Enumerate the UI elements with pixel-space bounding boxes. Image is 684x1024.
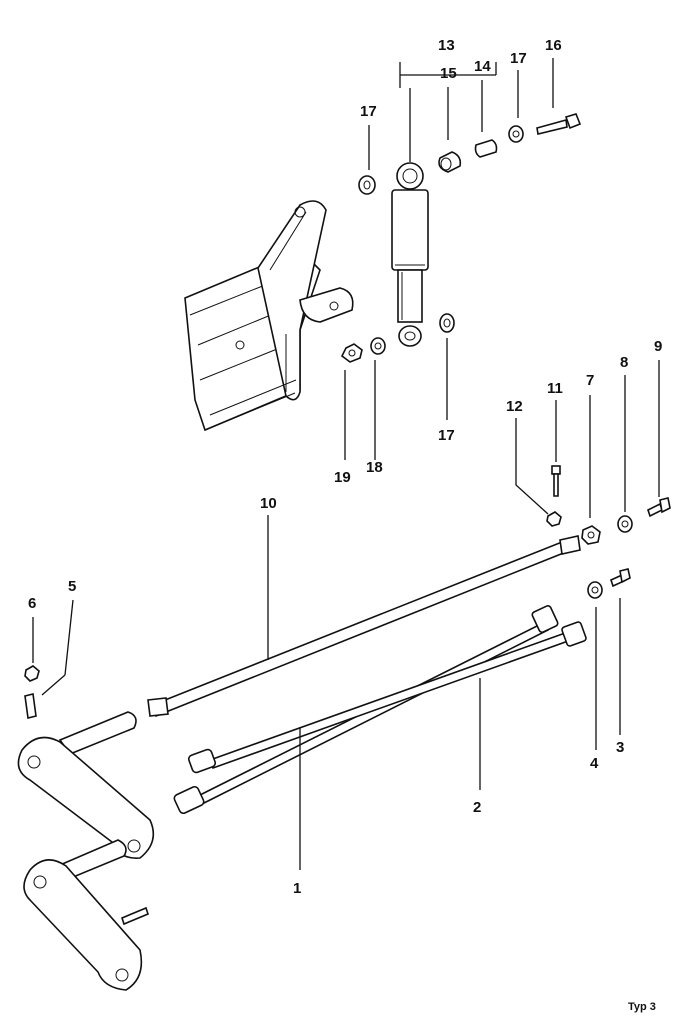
callout-15: 15 bbox=[440, 65, 457, 82]
callout-19: 19 bbox=[334, 469, 351, 486]
callout-4: 4 bbox=[590, 755, 599, 772]
leader-lines bbox=[32, 58, 660, 870]
shock-absorber-drawing bbox=[391, 162, 429, 347]
callout-17-lower: 17 bbox=[438, 427, 455, 444]
callout-12: 12 bbox=[506, 398, 523, 415]
callout-6: 6 bbox=[28, 595, 36, 612]
callout-11: 11 bbox=[547, 380, 563, 397]
callout-14: 14 bbox=[474, 58, 491, 75]
callout-17-top-left: 17 bbox=[360, 103, 377, 120]
callout-1: 1 bbox=[293, 880, 301, 897]
middle-hardware-drawing bbox=[340, 313, 671, 599]
callout-2: 2 bbox=[473, 799, 481, 816]
callout-17-top-right: 17 bbox=[510, 50, 527, 67]
diagram-caption: Typ 3 bbox=[628, 1001, 656, 1013]
callout-13: 13 bbox=[438, 37, 455, 54]
callout-16: 16 bbox=[545, 37, 562, 54]
callout-18: 18 bbox=[366, 459, 383, 476]
callout-5: 5 bbox=[68, 578, 76, 595]
callout-7: 7 bbox=[586, 372, 594, 389]
callout-9: 9 bbox=[654, 338, 662, 355]
callout-8: 8 bbox=[620, 354, 628, 371]
rods-drawing bbox=[147, 535, 587, 815]
callout-3: 3 bbox=[616, 739, 624, 756]
axle-beam-drawing bbox=[184, 200, 354, 432]
steering-arms-drawing bbox=[17, 665, 155, 991]
top-hardware-drawing bbox=[358, 113, 582, 195]
callout-10: 10 bbox=[260, 495, 277, 512]
